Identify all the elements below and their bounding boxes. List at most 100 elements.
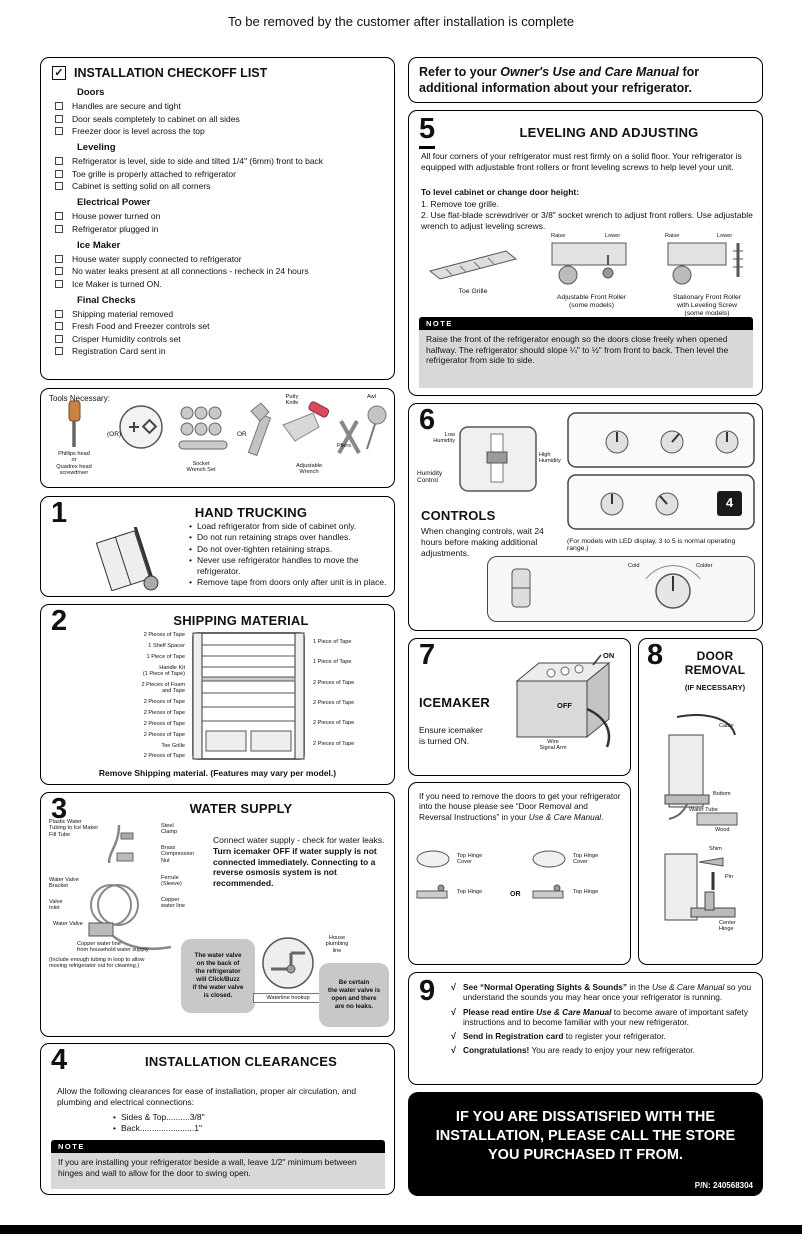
checkoff-item: Shipping material removed [55,309,394,320]
refer-text: Refer to your Owner's Use and Care Manua… [419,65,752,96]
hinge-row: Top Hinge [531,881,625,903]
checkbox-icon [55,169,63,178]
shipping-label: 2 Pieces of Tape [313,679,355,686]
water-supply-title: WATER SUPPLY [189,801,293,816]
leveling-step: 2. Use flat-blade screwdriver or 3/8" so… [421,210,753,231]
icemaker-illustration [515,654,611,748]
section-number: 7 [419,639,436,671]
note-title: NOTE [51,1140,385,1153]
pliers-label: Pliers [337,443,351,449]
raise-label: Raise [665,233,680,239]
shipping-left-labels: 2 Pieces of Tape 1 Shelf Spacer 1 Piece … [47,632,185,760]
final-note-rest: to become aware of important safety inst… [462,1006,748,1027]
checkbox-icon [55,347,63,355]
figure-caption: Toe Grille [458,288,488,295]
checkbox-icon [55,102,63,110]
part-number: P/N: 240568304 [694,1181,753,1190]
icemaker-title: ICEMAKER [419,695,490,710]
lower-label: Lower [717,233,733,239]
clearance-item: Back.......................1" [113,1123,205,1134]
leveling-step: 1. Remove toe grille. [421,199,499,209]
water-supply-diagram: Plastic Water Tubing to Ice Maker Fill T… [49,819,209,971]
lower-panel-illustration [511,565,701,609]
awl-label: Awl [367,394,376,400]
checkoff-group-heading: Ice Maker [77,239,121,251]
bullet-item: Load refrigerator from side of cabinet o… [189,521,391,532]
top-hinge-illustration [416,884,448,899]
checkbox-icon [55,127,63,135]
shipping-label: 1 Piece of Tape [313,639,352,645]
waterline-hookup-label: Waterline hookup [253,993,323,1004]
checkoff-item: Registration Card sent in [55,346,394,357]
shim-label: Shim [709,846,722,852]
shipping-label: 2 Pieces of Tape [313,699,355,706]
lower-label: Lower [605,233,621,239]
checkbox-icon [55,114,63,123]
center-hinge-figure: Shim Pin Center Hinge [647,844,755,954]
section-number: 5 [419,115,436,149]
adjustable-wrench-label: Adjustable Wrench [295,463,323,476]
screwdriver-label: Phillips head or Quadrex head screwdrive… [56,451,92,477]
section-number: 2 [51,605,68,637]
bullet-item: Remove tape from doors only after unit i… [189,577,391,588]
stationary-roller-figure: Raise Lower Stationary Front Roller with… [657,233,757,318]
waterline-hookup-illustration [262,937,314,989]
leveling-subhead: To level cabinet or change door height: [421,187,580,197]
checkoff-item: Crisper Humidity controls set [55,334,394,345]
adjustable-roller-figure: Raise Lower Adjustable Front Roller (som… [539,233,644,310]
leveling-title: LEVELING AND ADJUSTING [519,125,699,140]
humidity-control-figure: Low Humidity High Humidity Humidity Cont… [417,426,567,504]
door-bottom-illustration [664,714,738,826]
checkoff-item: Refrigerator is level, side to side and … [55,156,394,167]
checkoff-item-label: Handles are secure and tight [72,101,181,111]
checkoff-item-label: Freezer door is level across the top [72,126,205,136]
check-icon: √ [451,982,456,992]
checkoff-header: ✓ INSTALLATION CHECKOFF LIST [41,58,394,82]
house-plumbing-label: House plumbing line [325,935,349,954]
pin-label: Pin [725,874,734,880]
hand-trucking-bullets: Load refrigerator from side of cabinet o… [189,521,391,588]
checkoff-group-heading: Final Checks [77,294,136,306]
top-hinge-cover-label: Top Hinge Cover [457,852,483,865]
icemaker-body: Ensure icemaker is turned ON. [419,725,483,746]
final-note-bold: Send in Registration card [462,1031,564,1042]
raise-label: Raise [551,233,566,239]
installation-checkoff-section: ✓ INSTALLATION CHECKOFF LIST Doors Handl… [40,57,395,380]
toe-grille-illustration [428,250,517,280]
checkoff-item-label: House power turned on [72,211,161,221]
checkoff-item: Refrigerator plugged in [55,224,394,235]
shipping-material-title: SHIPPING MATERIAL [173,613,309,628]
shipping-label: 2 Pieces of Tape [143,710,185,716]
brass-nut-label: Brass Compression Nut [161,845,194,864]
or-label: OR [510,891,521,898]
checkoff-item-label: House water supply connected to refriger… [72,253,242,264]
checkoff-item-label: Refrigerator is level, side to side and … [72,156,324,166]
check-icon: √ [451,1045,456,1056]
checkbox-icon [55,182,63,190]
hinge-row: Top Hinge [415,881,509,903]
section-number: 9 [419,975,436,1007]
door-note-manual: Use & Care Manual [528,811,602,822]
hand-truck-illustration [95,527,159,591]
final-note-bold: Congratulations! [462,1045,530,1056]
check-icon: √ [451,1006,456,1017]
checkbox-icon [55,309,63,318]
water-valve-label: Water Valve [53,921,83,927]
final-note-text: Send in Registration card to register yo… [463,1031,666,1041]
door-removal-note-section: If you need to remove the doors to get y… [408,782,631,965]
copper-line-label: Copper water line [161,897,185,910]
note-body: If you are installing your refrigerator … [51,1153,385,1189]
final-note-rest: You are ready to enjoy your new refriger… [529,1045,695,1056]
toe-grille-figure: Toe Grille [423,241,523,296]
shipping-label: 2 Pieces of Tape [313,720,355,727]
checkoff-item-label: No water leaks present at all connection… [72,266,309,276]
checkoff-item: Freezer door is level across the top [55,126,394,137]
valve-click-buzz-note: The water valve on the back of the refri… [181,939,255,1013]
final-note-mid: in the [627,982,652,992]
top-hinge-cover-illustration [416,850,450,868]
top-hinge-cover-label: Top Hinge Cover [573,852,599,865]
shipping-label: Handle Kit (1 Piece of Tape) [142,664,185,677]
stationary-roller-illustration [667,242,743,285]
final-notes-section: 9 √ See “Normal Operating Sights & Sound… [408,972,763,1085]
